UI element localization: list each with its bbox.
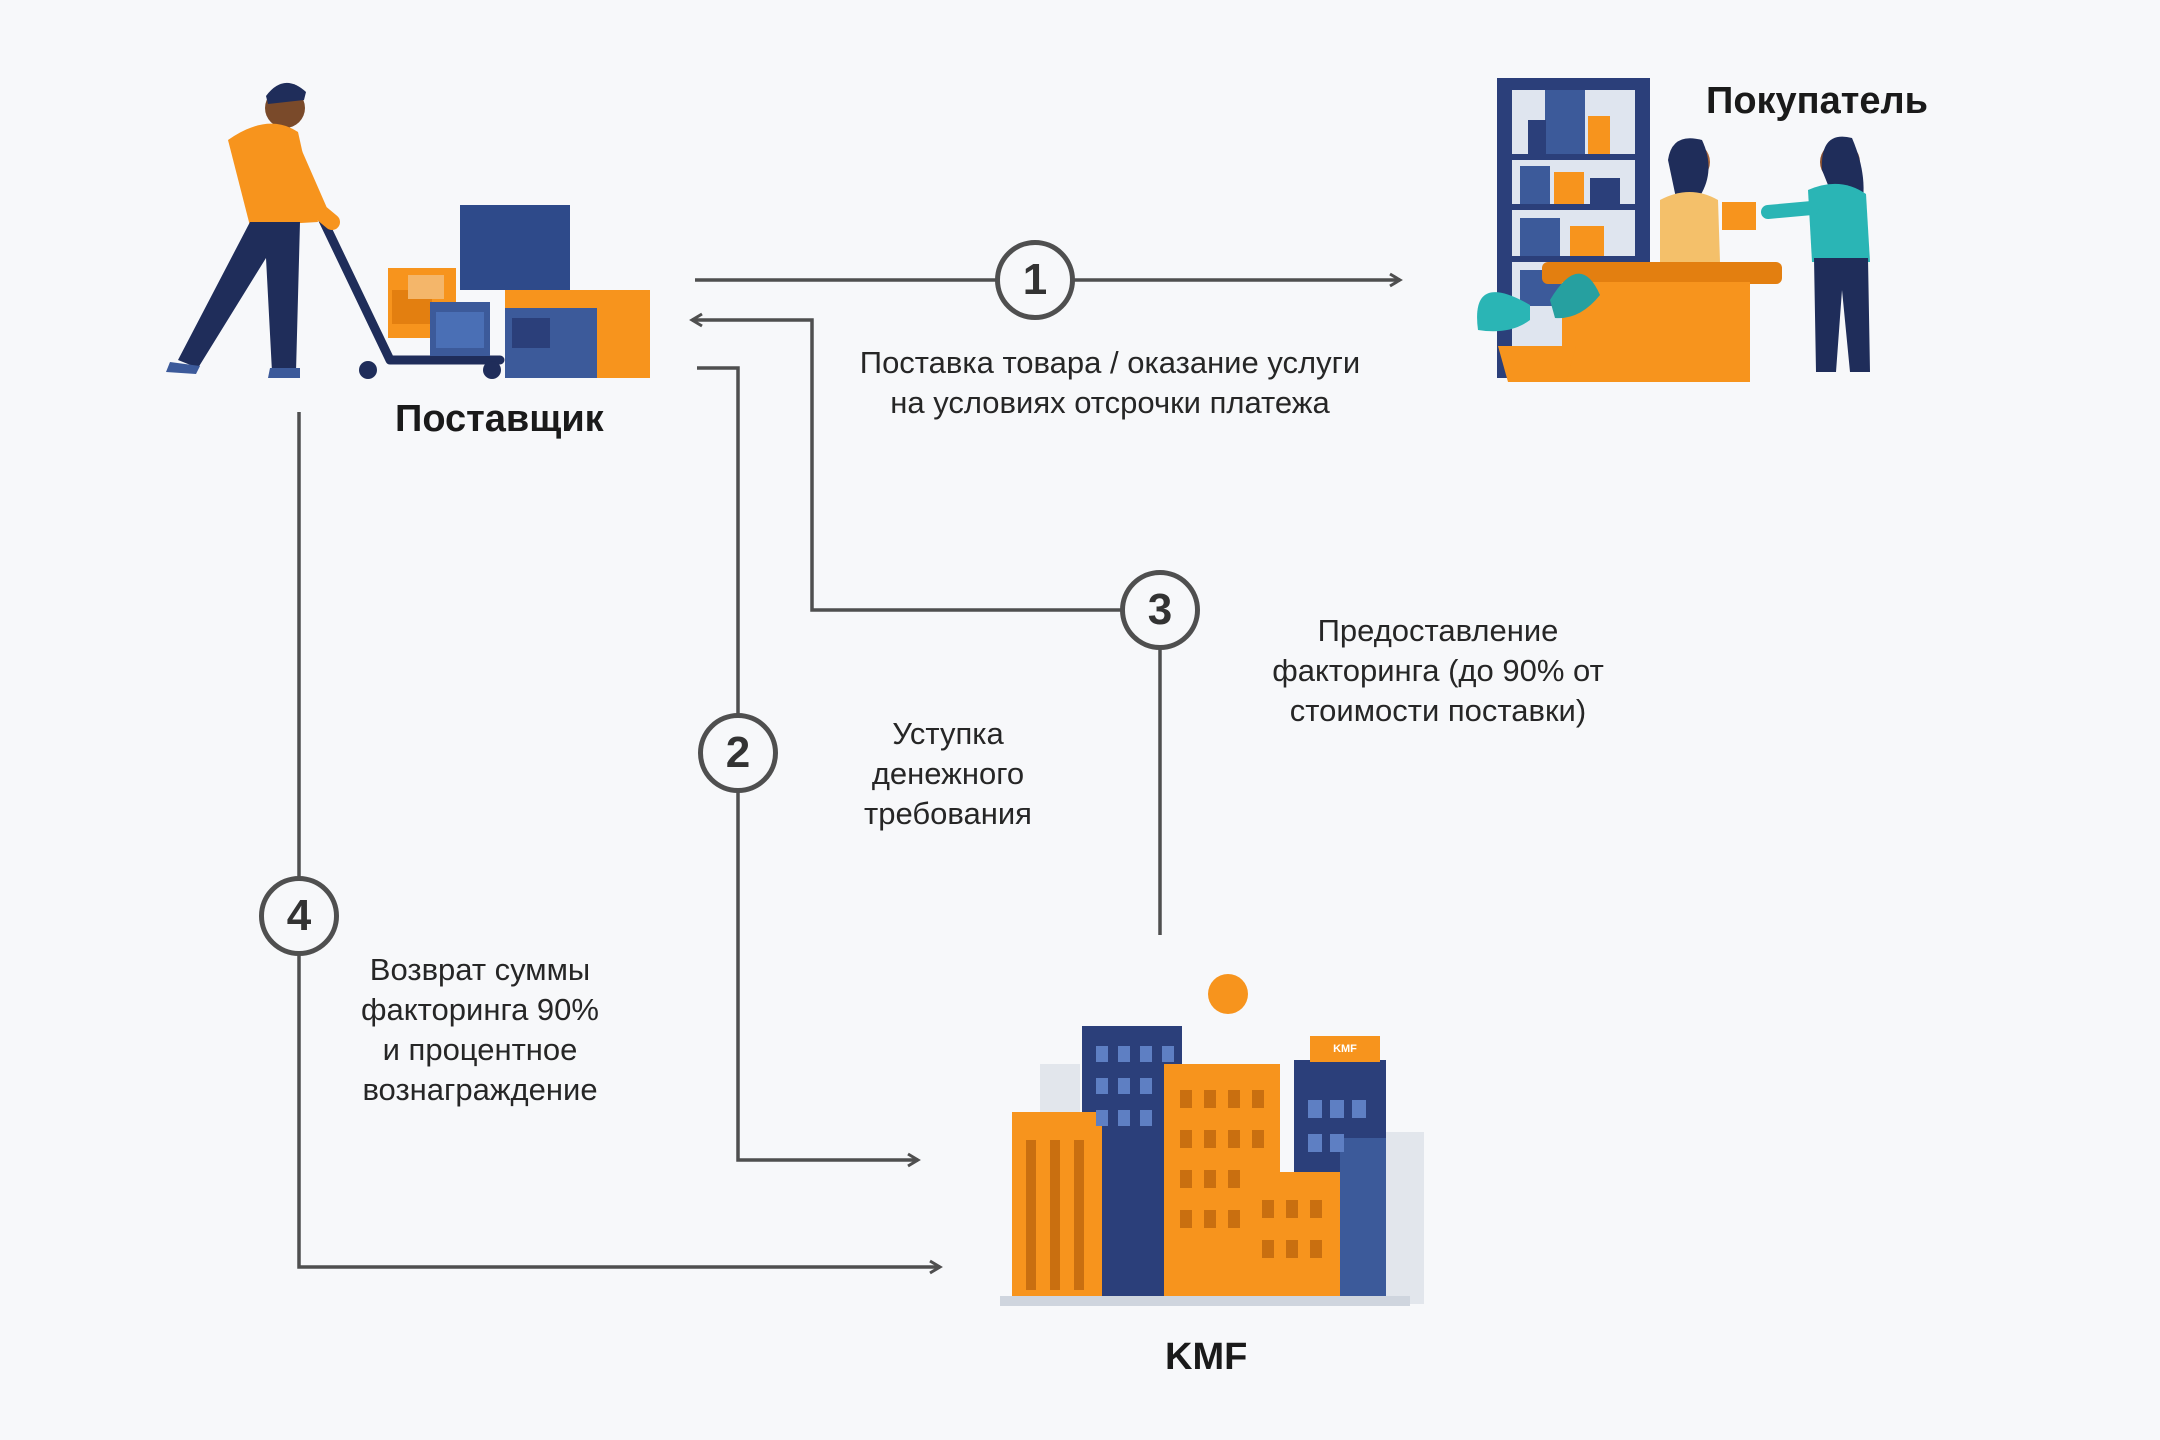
step-3-number: 3 [1120, 570, 1200, 650]
kmf-logo-text: KMF [1333, 1043, 1357, 1055]
step-3-line-1: Предоставление [1317, 613, 1559, 648]
step-3-line-2: факторинга (до 90% от [1272, 653, 1604, 688]
arrow-3-factoring-to-supplier [689, 312, 1162, 935]
kmf-office-illustration [1000, 974, 1424, 1306]
step-4-number: 4 [259, 876, 339, 956]
step-2-line-2: денежного [871, 756, 1025, 791]
kmf-label: KMF [1165, 1336, 1248, 1378]
step-2-number: 2 [698, 713, 778, 793]
step-2-description: Уступка денежного требования [818, 714, 1078, 834]
step-3-line-3: стоимости поставки) [1289, 693, 1587, 728]
step-2-line-1: Уступка [892, 716, 1004, 751]
step-4-line-4: вознаграждение [362, 1072, 598, 1107]
step-4-line-3: и процентное [382, 1032, 578, 1067]
step-4-line-1: Возврат суммы [369, 952, 591, 987]
buyer-illustration [1477, 78, 1870, 382]
step-4-description: Возврат суммы факторинга 90% и процентно… [340, 950, 620, 1110]
step-2-line-3: требования [864, 796, 1032, 831]
step-3-description: Предоставление факторинга (до 90% от сто… [1248, 611, 1628, 731]
step-1-line-1: Поставка товара / оказание услуги [859, 345, 1361, 380]
step-4-line-2: факторинга 90% [361, 992, 599, 1027]
step-1-number: 1 [995, 240, 1075, 320]
kmf-logo-sign: KMF [1314, 1038, 1376, 1060]
step-1-line-2: на условиях отсрочки платежа [890, 385, 1330, 420]
step-1-description: Поставка товара / оказание услуги на усл… [835, 343, 1385, 423]
arrow-4-repayment-to-kmf [297, 412, 943, 1275]
supplier-illustration [166, 82, 650, 379]
supplier-label: Поставщик [395, 398, 604, 440]
buyer-label: Покупатель [1706, 80, 1929, 122]
